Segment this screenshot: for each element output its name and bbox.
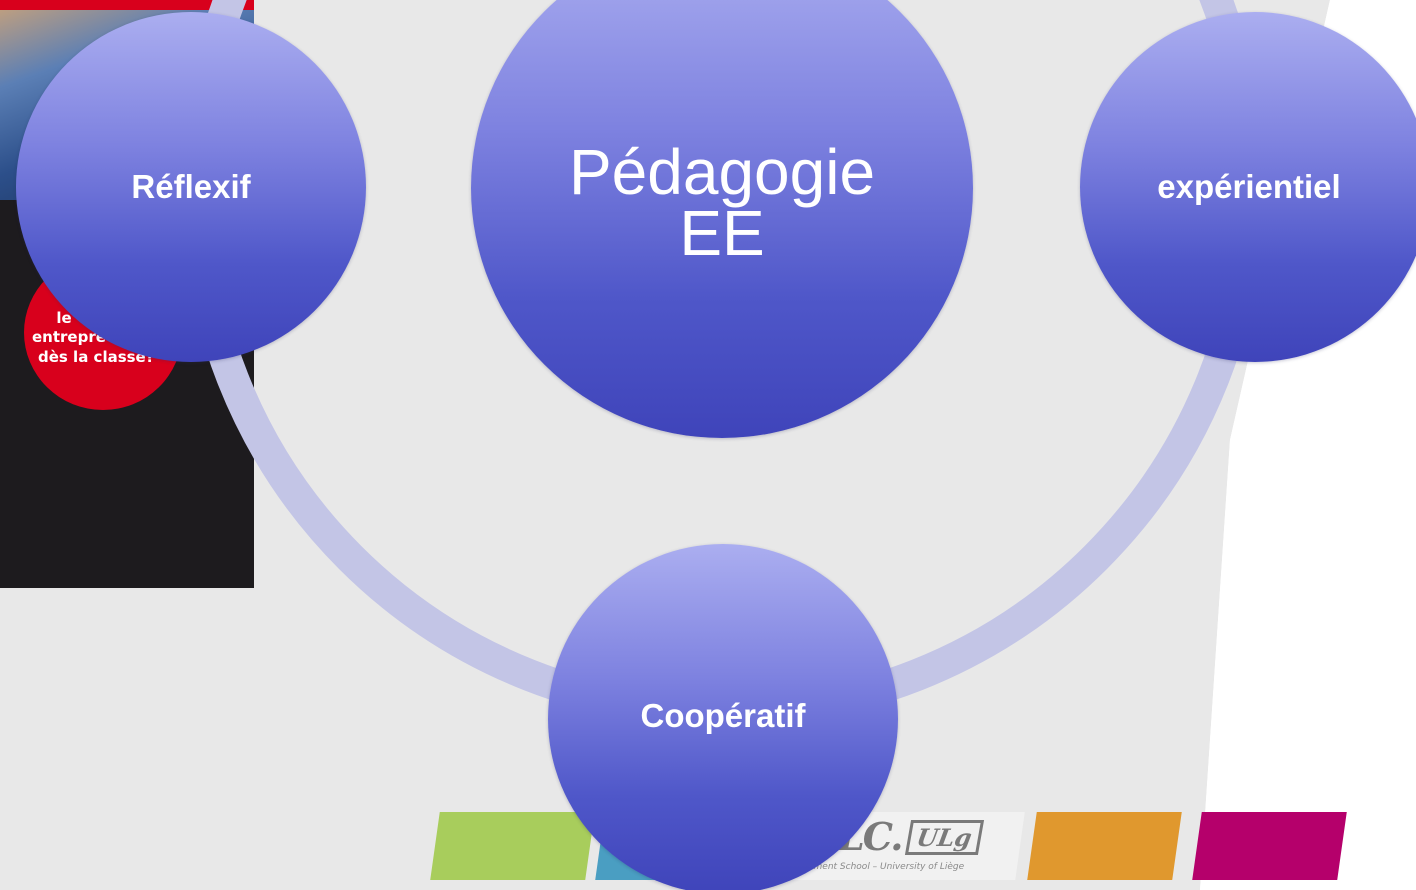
center-node: Pédagogie EE: [471, 0, 973, 438]
book-cover-red-strip: [0, 0, 254, 10]
node-reflexif: Réflexif: [16, 12, 366, 362]
node-cooperatif: Coopératif: [548, 544, 898, 890]
node-cooperatif-label: Coopératif: [640, 697, 806, 734]
badge-line-2: entrepre: [32, 328, 106, 346]
logo-tagline: ement School – University of Liège: [808, 862, 965, 872]
center-node-label: Pédagogie EE: [568, 136, 876, 269]
node-experientiel-label: expérientiel: [1157, 168, 1341, 205]
badge-line-3: dès la classe?: [38, 348, 155, 366]
node-experientiel: expérientiel: [1080, 12, 1416, 362]
node-reflexif-label: Réflexif: [131, 168, 251, 205]
badge-line-1: le: [56, 309, 72, 327]
